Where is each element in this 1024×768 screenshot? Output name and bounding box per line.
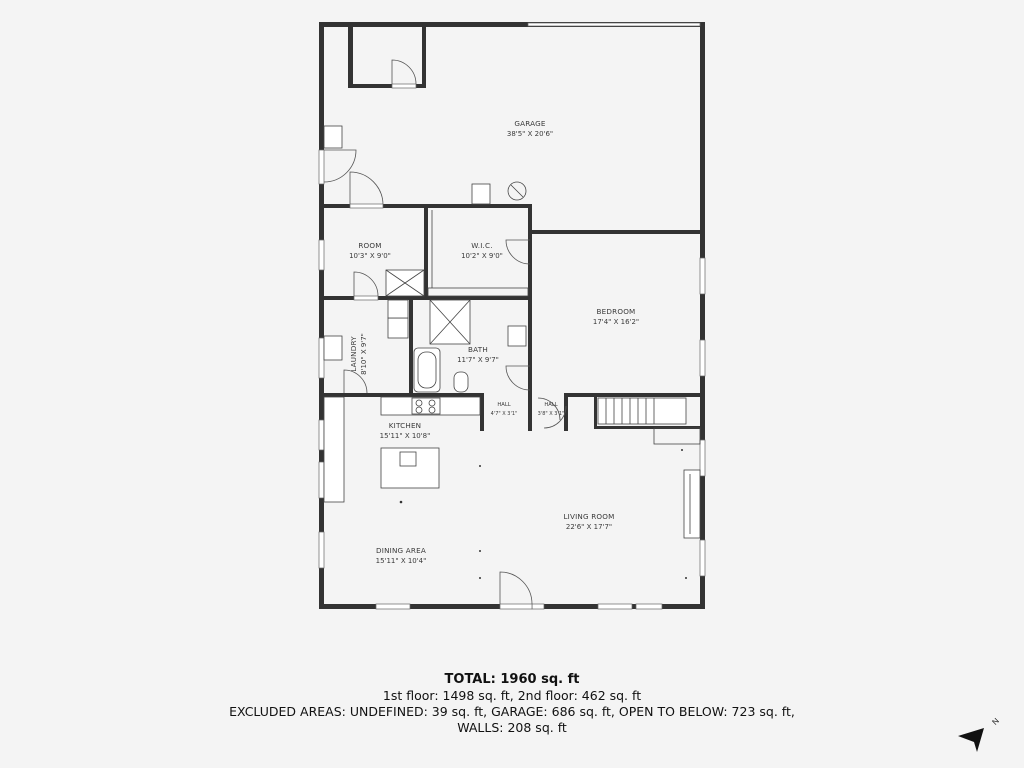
laundry-label: LAUNDRY (349, 336, 358, 372)
bath-dims: 11'7" X 9'7" (457, 356, 499, 364)
fixtures (323, 125, 701, 579)
doors (323, 59, 567, 610)
bedroom-label: BEDROOM (597, 307, 636, 316)
kitchen-label: KITCHEN (389, 421, 422, 430)
area-summary: TOTAL: 1960 sq. ft 1st floor: 1498 sq. f… (0, 672, 1024, 736)
north-arrow-icon: N (958, 716, 1001, 752)
living-room-dims: 22'6" X 17'7" (566, 523, 612, 531)
total-area: TOTAL: 1960 sq. ft (444, 672, 580, 687)
exterior-walls (319, 22, 705, 609)
bath-label: BATH (468, 345, 488, 354)
interior-walls (322, 26, 704, 431)
excluded-areas: EXCLUDED AREAS: UNDEFINED: 39 sq. ft, GA… (229, 704, 795, 719)
garage-label: GARAGE (514, 119, 546, 128)
dining-area-label: DINING AREA (376, 546, 426, 555)
wic-dims: 10'2" X 9'0" (461, 252, 503, 260)
north-label: N (990, 716, 1001, 727)
living-room-label: LIVING ROOM (563, 512, 614, 521)
room-labels: GARAGE 38'5" X 20'6" ROOM 10'3" X 9'0" W… (349, 119, 639, 565)
hall-dims-1: 4'7" X 3'1" (491, 411, 518, 417)
bedroom-dims: 17'4" X 16'2" (593, 318, 639, 326)
hall-label-1: HALL (497, 402, 510, 408)
hall-dims-2: 3'8" X 3'1" (538, 411, 565, 417)
walls-area: WALLS: 208 sq. ft (457, 720, 567, 735)
windows (318, 149, 706, 610)
room-label: ROOM (358, 241, 381, 250)
wic-label: W.I.C. (471, 241, 492, 250)
room-dims: 10'3" X 9'0" (349, 252, 391, 260)
hall-label-2: HALL (544, 402, 557, 408)
laundry-dims: 8'10" X 9'7" (360, 333, 368, 375)
dining-area-dims: 15'11" X 10'4" (376, 557, 427, 565)
garage-dims: 38'5" X 20'6" (507, 130, 553, 138)
floor-areas: 1st floor: 1498 sq. ft, 2nd floor: 462 s… (382, 688, 642, 703)
kitchen-dims: 15'11" X 10'8" (380, 432, 431, 440)
